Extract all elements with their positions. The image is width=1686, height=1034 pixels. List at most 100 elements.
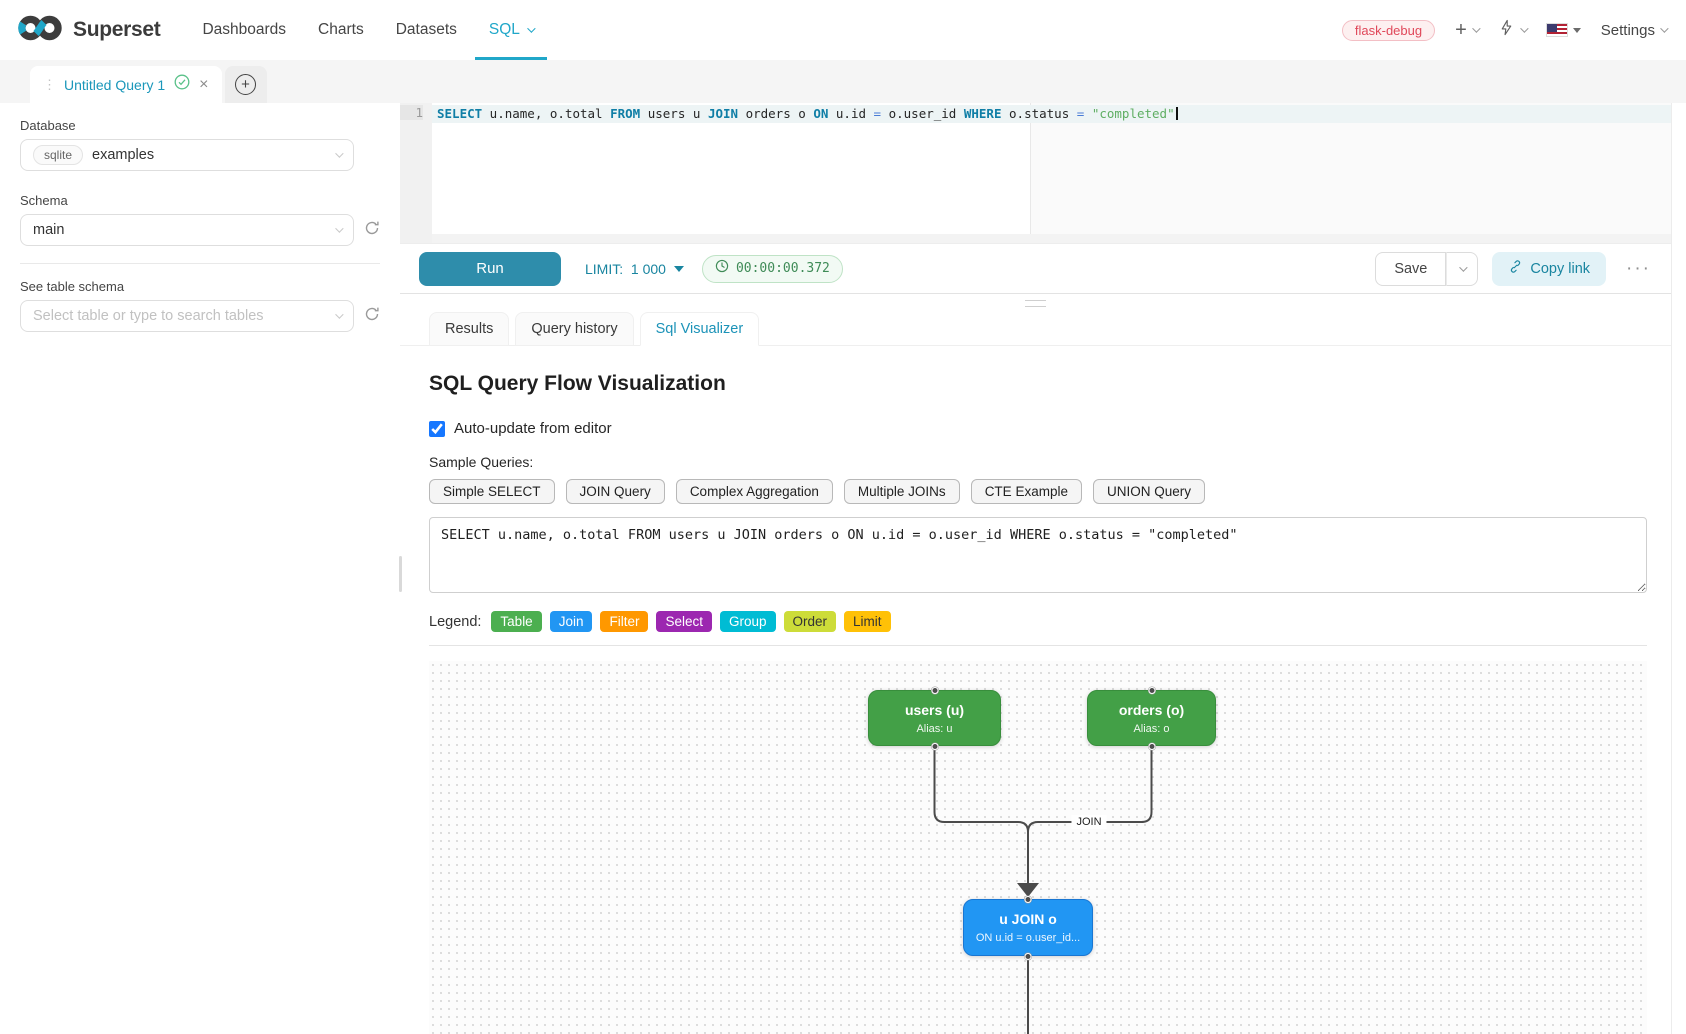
- node-handle-icon[interactable]: [1024, 952, 1032, 960]
- save-options-button[interactable]: [1446, 251, 1479, 286]
- query-tab-bar: ⋮ Untitled Query 1 × +: [0, 60, 1686, 103]
- node-handle-icon[interactable]: [931, 686, 938, 694]
- table-schema-label: See table schema: [20, 279, 125, 294]
- query-flow-canvas[interactable]: users (u) Alias: u orders (o) Alias: o J…: [429, 661, 1647, 1034]
- environment-tag: flask-debug: [1341, 19, 1436, 41]
- drag-grip-icon: [1025, 299, 1046, 307]
- sqllab-sidebar: Database sqlite examples Schema main Se: [0, 103, 402, 1034]
- plus-icon: +: [1455, 19, 1467, 41]
- node-handle-icon[interactable]: [1148, 742, 1155, 750]
- more-menu-button[interactable]: ···: [1626, 257, 1651, 279]
- app-body: Database sqlite examples Schema main Se: [0, 103, 1686, 1034]
- legend-badge: Table: [491, 611, 542, 632]
- section-divider: [429, 645, 1647, 646]
- edge-label-join: JOIN: [1071, 815, 1107, 829]
- superset-brand[interactable]: Superset: [16, 13, 161, 48]
- drag-handle-icon[interactable]: ⋮: [43, 76, 56, 92]
- new-query-tab-button[interactable]: +: [224, 66, 267, 103]
- line-number: 1: [400, 105, 423, 120]
- tab-results[interactable]: Results: [429, 312, 510, 346]
- copy-link-button[interactable]: Copy link: [1492, 251, 1607, 286]
- database-select[interactable]: sqlite examples: [20, 139, 354, 171]
- sidebar-resize-handle[interactable]: [399, 556, 402, 592]
- result-tabs: Results Query history Sql Visualizer: [400, 312, 1671, 346]
- nav-charts[interactable]: Charts: [318, 21, 364, 38]
- settings-menu[interactable]: Settings: [1600, 21, 1669, 39]
- database-select-value: examples: [92, 147, 155, 163]
- query-search-menu[interactable]: [1498, 19, 1529, 41]
- flow-node-users[interactable]: users (u) Alias: u: [868, 686, 1001, 750]
- sample-union-query-button[interactable]: UNION Query: [1092, 479, 1205, 504]
- limit-dropdown[interactable]: LIMIT: 1 000: [585, 261, 684, 277]
- legend-badge: Select: [656, 611, 712, 632]
- editor-active-line-highlight: [432, 105, 1671, 123]
- sample-join-query-button[interactable]: JOIN Query: [565, 479, 665, 504]
- editor-gutter: 1: [400, 103, 432, 243]
- clock-icon: [715, 259, 729, 278]
- nav-datasets[interactable]: Datasets: [395, 21, 457, 38]
- database-engine-badge: sqlite: [33, 145, 84, 165]
- chevron-down-icon: [335, 149, 344, 158]
- chevron-down-icon: [527, 24, 536, 33]
- run-button[interactable]: Run: [419, 251, 561, 286]
- flow-edges: [933, 748, 1153, 1034]
- page-title: SQL Query Flow Visualization: [429, 372, 726, 395]
- copy-link-label: Copy link: [1530, 260, 1591, 277]
- auto-update-checkbox[interactable]: [429, 420, 445, 437]
- tab-sql-visualizer[interactable]: Sql Visualizer: [639, 312, 760, 346]
- sidebar-divider: [20, 263, 380, 264]
- tab-query-history[interactable]: Query history: [515, 312, 634, 346]
- chevron-down-icon: [1471, 24, 1481, 33]
- query-saved-check-icon: [174, 74, 190, 95]
- plus-circle-icon: +: [235, 74, 257, 95]
- sql-code-line: SELECT u.name, o.total FROM users u JOIN…: [437, 105, 1178, 123]
- legend-label: Legend:: [429, 613, 482, 630]
- query-tab-title: Untitled Query 1: [64, 76, 166, 93]
- chevron-down-icon: [335, 310, 344, 319]
- node-subtitle: Alias: o: [1133, 722, 1170, 735]
- schema-select[interactable]: main: [20, 214, 354, 246]
- sample-cte-example-button[interactable]: CTE Example: [970, 479, 1082, 504]
- editor-print-margin: [1030, 103, 1671, 243]
- flow-node-orders[interactable]: orders (o) Alias: o: [1087, 686, 1216, 750]
- sample-multiple-joins-button[interactable]: Multiple JOINs: [843, 479, 960, 504]
- node-subtitle: ON u.id = o.user_id...: [975, 932, 1081, 944]
- link-icon: [1508, 259, 1523, 278]
- node-handle-icon[interactable]: [1024, 895, 1032, 903]
- nav-dashboards[interactable]: Dashboards: [202, 21, 287, 38]
- settings-label: Settings: [1600, 21, 1655, 39]
- close-tab-icon[interactable]: ×: [199, 75, 209, 93]
- sample-complex-aggregation-button[interactable]: Complex Aggregation: [675, 479, 833, 504]
- auto-update-label: Auto-update from editor: [454, 420, 612, 437]
- legend-badge: Filter: [600, 611, 649, 632]
- query-tab-active[interactable]: ⋮ Untitled Query 1 ×: [30, 66, 222, 103]
- limit-label: LIMIT: 1 000: [585, 260, 666, 277]
- nav-sql-label: SQL: [488, 21, 520, 38]
- editor-hscrollbar[interactable]: [432, 234, 1671, 243]
- sample-simple-select-button[interactable]: Simple SELECT: [429, 479, 555, 504]
- sql-input-textarea[interactable]: SELECT u.name, o.total FROM users u JOIN…: [429, 517, 1647, 593]
- table-select-placeholder: Select table or type to search tables: [33, 308, 264, 324]
- caret-down-icon: [673, 265, 684, 272]
- node-handle-icon[interactable]: [931, 742, 938, 750]
- navbar-right: flask-debug + Settings: [1341, 19, 1669, 41]
- flow-node-join[interactable]: u JOIN o ON u.id = o.user_id...: [963, 895, 1093, 960]
- nav-sql[interactable]: SQL: [473, 0, 549, 60]
- lightning-icon: [1498, 19, 1515, 41]
- refresh-schema-icon[interactable]: [364, 220, 380, 241]
- language-picker[interactable]: [1545, 23, 1581, 37]
- us-flag-icon: [1545, 23, 1568, 37]
- save-button[interactable]: Save: [1375, 251, 1447, 286]
- save-split-button: Save: [1375, 251, 1479, 286]
- node-handle-icon[interactable]: [1148, 686, 1155, 694]
- sql-editor[interactable]: 1 SELECT u.name, o.total FROM users u JO…: [400, 103, 1671, 244]
- refresh-tables-icon[interactable]: [364, 306, 380, 327]
- sample-query-buttons: Simple SELECT JOIN Query Complex Aggrega…: [429, 479, 1647, 504]
- chevron-down-icon: [1459, 262, 1469, 272]
- run-toolbar: Run LIMIT: 1 000 00:00:00.372 Save: [400, 244, 1671, 294]
- pane-splitter[interactable]: [400, 294, 1671, 312]
- legend-badge: Join: [549, 611, 593, 632]
- new-item-menu[interactable]: +: [1455, 19, 1481, 41]
- table-select[interactable]: Select table or type to search tables: [20, 300, 354, 332]
- sql-visualizer-panel: SQL Query Flow Visualization Auto-update…: [400, 346, 1671, 1034]
